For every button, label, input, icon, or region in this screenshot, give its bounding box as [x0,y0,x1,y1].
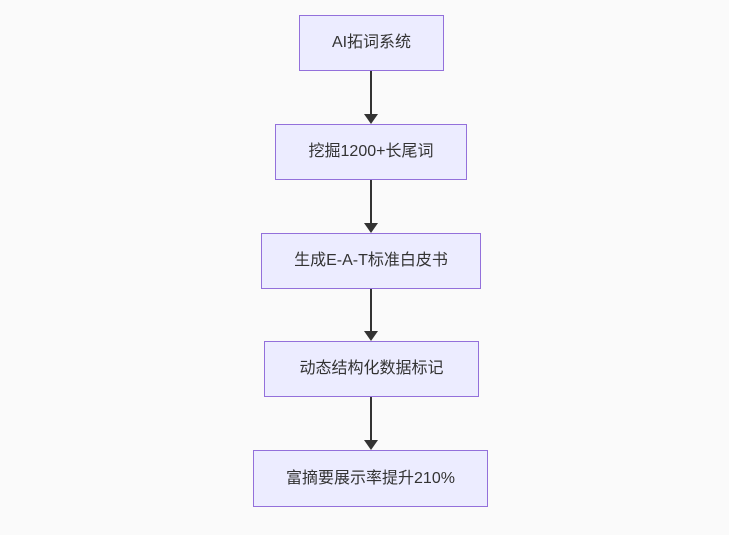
flow-node-label: 生成E-A-T标准白皮书 [294,252,448,270]
flow-node-label: 挖掘1200+长尾词 [308,143,434,161]
flow-node-ai-keyword-system: AI拓词系统 [299,15,444,71]
flow-edge-2 [364,180,378,233]
flow-node-label: AI拓词系统 [331,34,412,52]
flow-node-label: 富摘要展示率提升210% [286,469,455,487]
edge-line [370,71,372,115]
flow-edge-4 [364,397,378,450]
flow-edge-3 [364,289,378,341]
flow-node-structured-data-markup: 动态结构化数据标记 [264,341,479,397]
arrowhead-down-icon [364,114,378,124]
arrowhead-down-icon [364,331,378,341]
arrowhead-down-icon [364,440,378,450]
arrowhead-down-icon [364,223,378,233]
flow-node-rich-snippet-rate: 富摘要展示率提升210% [253,450,488,507]
flow-edge-1 [364,71,378,124]
flow-node-label: 动态结构化数据标记 [299,360,444,378]
edge-line [370,180,372,224]
flow-node-eat-whitepaper: 生成E-A-T标准白皮书 [261,233,481,289]
flow-node-longtail-mining: 挖掘1200+长尾词 [275,124,467,180]
edge-line [370,289,372,332]
edge-line [370,397,372,441]
